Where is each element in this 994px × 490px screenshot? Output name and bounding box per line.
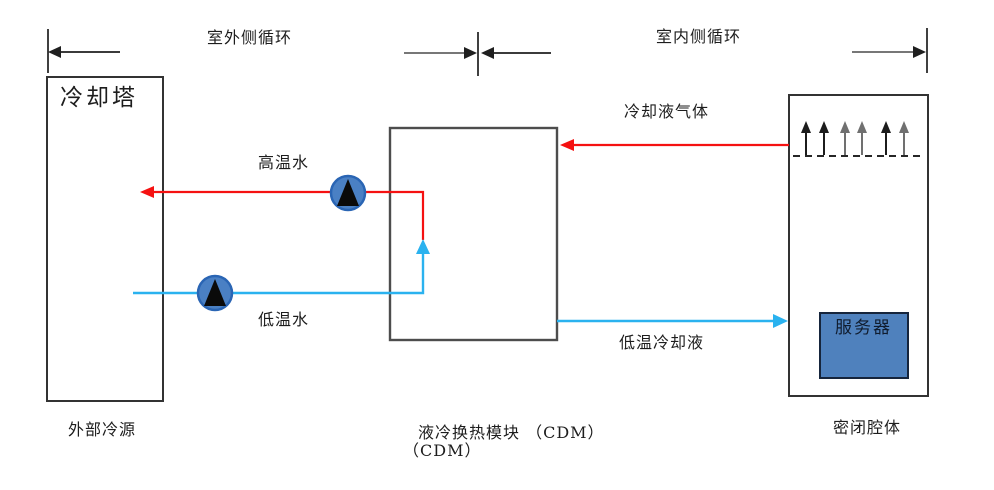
hot-water-flow bbox=[140, 186, 425, 240]
hot-water-pump-icon bbox=[329, 174, 367, 212]
arrow-right-icon bbox=[913, 46, 926, 58]
cold-coolant-flow bbox=[557, 314, 788, 328]
arrow-left-icon bbox=[481, 47, 494, 59]
external-cold-source-caption: 外部冷源 bbox=[68, 420, 137, 439]
arrow-left-icon bbox=[140, 186, 154, 198]
cdm-box bbox=[388, 126, 559, 342]
coolant-gas-label: 冷却液气体 bbox=[624, 102, 710, 121]
arrow-right-icon bbox=[464, 47, 477, 59]
indoor-loop-label: 室内侧循环 bbox=[656, 27, 742, 46]
hot-water-label: 高温水 bbox=[258, 153, 310, 172]
arrow-up-icon bbox=[416, 239, 430, 254]
server-box bbox=[819, 312, 909, 379]
cdm-caption-line2: （CDM） bbox=[403, 441, 482, 460]
cold-coolant-label: 低温冷却液 bbox=[619, 333, 705, 352]
cooling-tower-label: 冷却塔 bbox=[60, 85, 138, 111]
cdm-caption-line1: 液冷换热模块 （CDM） bbox=[418, 423, 605, 442]
cold-water-flow bbox=[133, 239, 430, 295]
server-label: 服务器 bbox=[835, 318, 892, 338]
arrow-left-icon bbox=[48, 46, 61, 58]
sealed-chamber-caption: 密闭腔体 bbox=[833, 418, 902, 437]
arrow-left-icon bbox=[560, 139, 574, 151]
outdoor-span-indicator bbox=[47, 29, 120, 73]
cold-water-label: 低温水 bbox=[258, 310, 310, 329]
vapor-rise-arrows bbox=[801, 121, 909, 155]
boundary-span-indicator bbox=[404, 32, 551, 76]
outdoor-loop-label: 室外侧循环 bbox=[207, 28, 293, 47]
indoor-span-indicator bbox=[852, 28, 928, 73]
cold-water-pump-icon bbox=[196, 274, 234, 312]
arrow-right-icon bbox=[773, 314, 788, 328]
coolant-gas-flow bbox=[560, 139, 789, 151]
cooling-tower-box bbox=[46, 76, 164, 402]
